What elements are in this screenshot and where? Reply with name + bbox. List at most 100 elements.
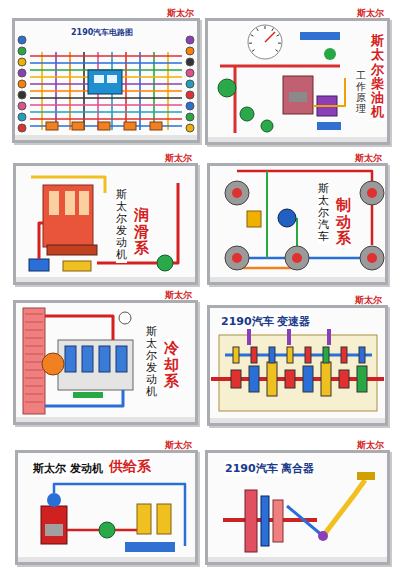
board-title: 斯太尔发动机 [146,325,157,400]
pressure-plate [273,500,283,542]
cylinder [41,506,67,544]
board-footer-strip [16,277,195,282]
component-dot [18,80,26,88]
brake-hub [367,188,377,198]
component-dot [186,113,194,121]
component-dot [18,91,26,99]
gear [287,347,293,363]
brake-hub [367,253,377,263]
board-footer-strip [210,418,385,423]
cluster-gauge [94,75,104,83]
wire-line [30,55,182,57]
board-title: 润滑系 [134,206,149,258]
gear [321,362,331,396]
gauge-tick [249,43,252,44]
component-dot [18,47,26,55]
component-dot [186,69,194,77]
radiator [23,308,45,414]
fuel-filter [137,504,151,534]
flywheel [245,490,257,552]
brake-drum [225,246,249,270]
pedal-pivot [318,531,328,541]
coolant-pipe [45,316,113,340]
board-ground [12,18,200,143]
display-board: 斯太尔2190汽车 离合器 [205,450,390,565]
brake-drum [285,246,309,270]
pedal-pad [357,472,375,480]
gauge-needle [265,32,275,42]
filter-canister [261,120,273,132]
display-board: 斯太尔2190汽车 变速器 [207,305,388,426]
board-title: 斯太尔发动机 [116,188,127,263]
fuse-box [72,122,84,130]
radiator-fin [25,346,43,347]
wire-line [30,104,182,106]
gear [251,347,257,363]
display-board: 斯太尔斯太尔柴油机工作原理 [205,18,390,145]
gear [249,366,259,392]
board-footer-strip [18,557,195,562]
gear [305,347,311,363]
brand-label: 斯太尔 [164,152,193,165]
gear [269,347,275,363]
board-title: 冷却系 [164,339,179,391]
shift-fork [247,329,251,345]
gauge-tick [272,28,274,31]
gauge-dial [248,25,282,59]
gear [303,366,313,392]
cylinder [49,191,59,215]
radiator-fin [25,386,43,387]
gear [341,347,347,363]
brand-label: 斯太尔 [164,289,193,302]
board-title: 斯太尔 发动机 [32,461,104,476]
board-title: 2190汽车 离合器 [224,461,315,476]
gauge-tick [251,35,254,36]
injector [47,493,61,507]
blue-bar [300,32,340,40]
fuel-tank [125,542,175,552]
brake-valve [278,209,296,227]
fuel-filter [157,504,171,534]
component-dot [186,47,194,55]
blue-bar [317,122,341,130]
board-footer-strip [16,417,195,422]
board-ground [207,163,388,285]
display-board: 斯太尔斯太尔发动机冷却系 [13,300,198,425]
board-ground [205,450,390,565]
crankshaft [47,245,97,255]
display-board: 斯太尔斯太尔发动机润滑系 [13,163,198,285]
fuse-box [46,122,58,130]
brand-label: 斯太尔 [354,294,383,307]
oil-pump [29,259,49,271]
component-dot [18,69,26,77]
wire-line [30,97,182,99]
gear [357,366,367,392]
fuel-pump [99,522,115,538]
board-ground [207,305,388,426]
display-board: 斯太尔斯太尔汽车制动系 [207,163,388,285]
display-board: 斯太尔2190汽车电路图 [12,18,200,143]
board-title: 供给系 [108,458,152,476]
fuse-box [150,122,162,130]
gear [339,370,349,388]
engine-cylinder [283,76,313,114]
gauge-tick [278,43,281,44]
component-dot [18,113,26,121]
component-dot [18,124,26,132]
gauge-tick [276,50,278,52]
component-dot [186,36,194,44]
cylinder [82,346,93,372]
cylinder [99,346,110,372]
brand-label: 斯太尔 [164,439,193,452]
component-dot [18,36,26,44]
brake-hub [232,253,242,263]
component-dot [18,102,26,110]
filter-canister [218,79,236,97]
oil-sump [63,261,91,271]
radiator-fin [25,354,43,355]
component-dot [18,58,26,66]
radiator-fin [25,402,43,403]
board-title: 2190汽车 变速器 [220,314,311,329]
valve-knob [324,48,336,60]
